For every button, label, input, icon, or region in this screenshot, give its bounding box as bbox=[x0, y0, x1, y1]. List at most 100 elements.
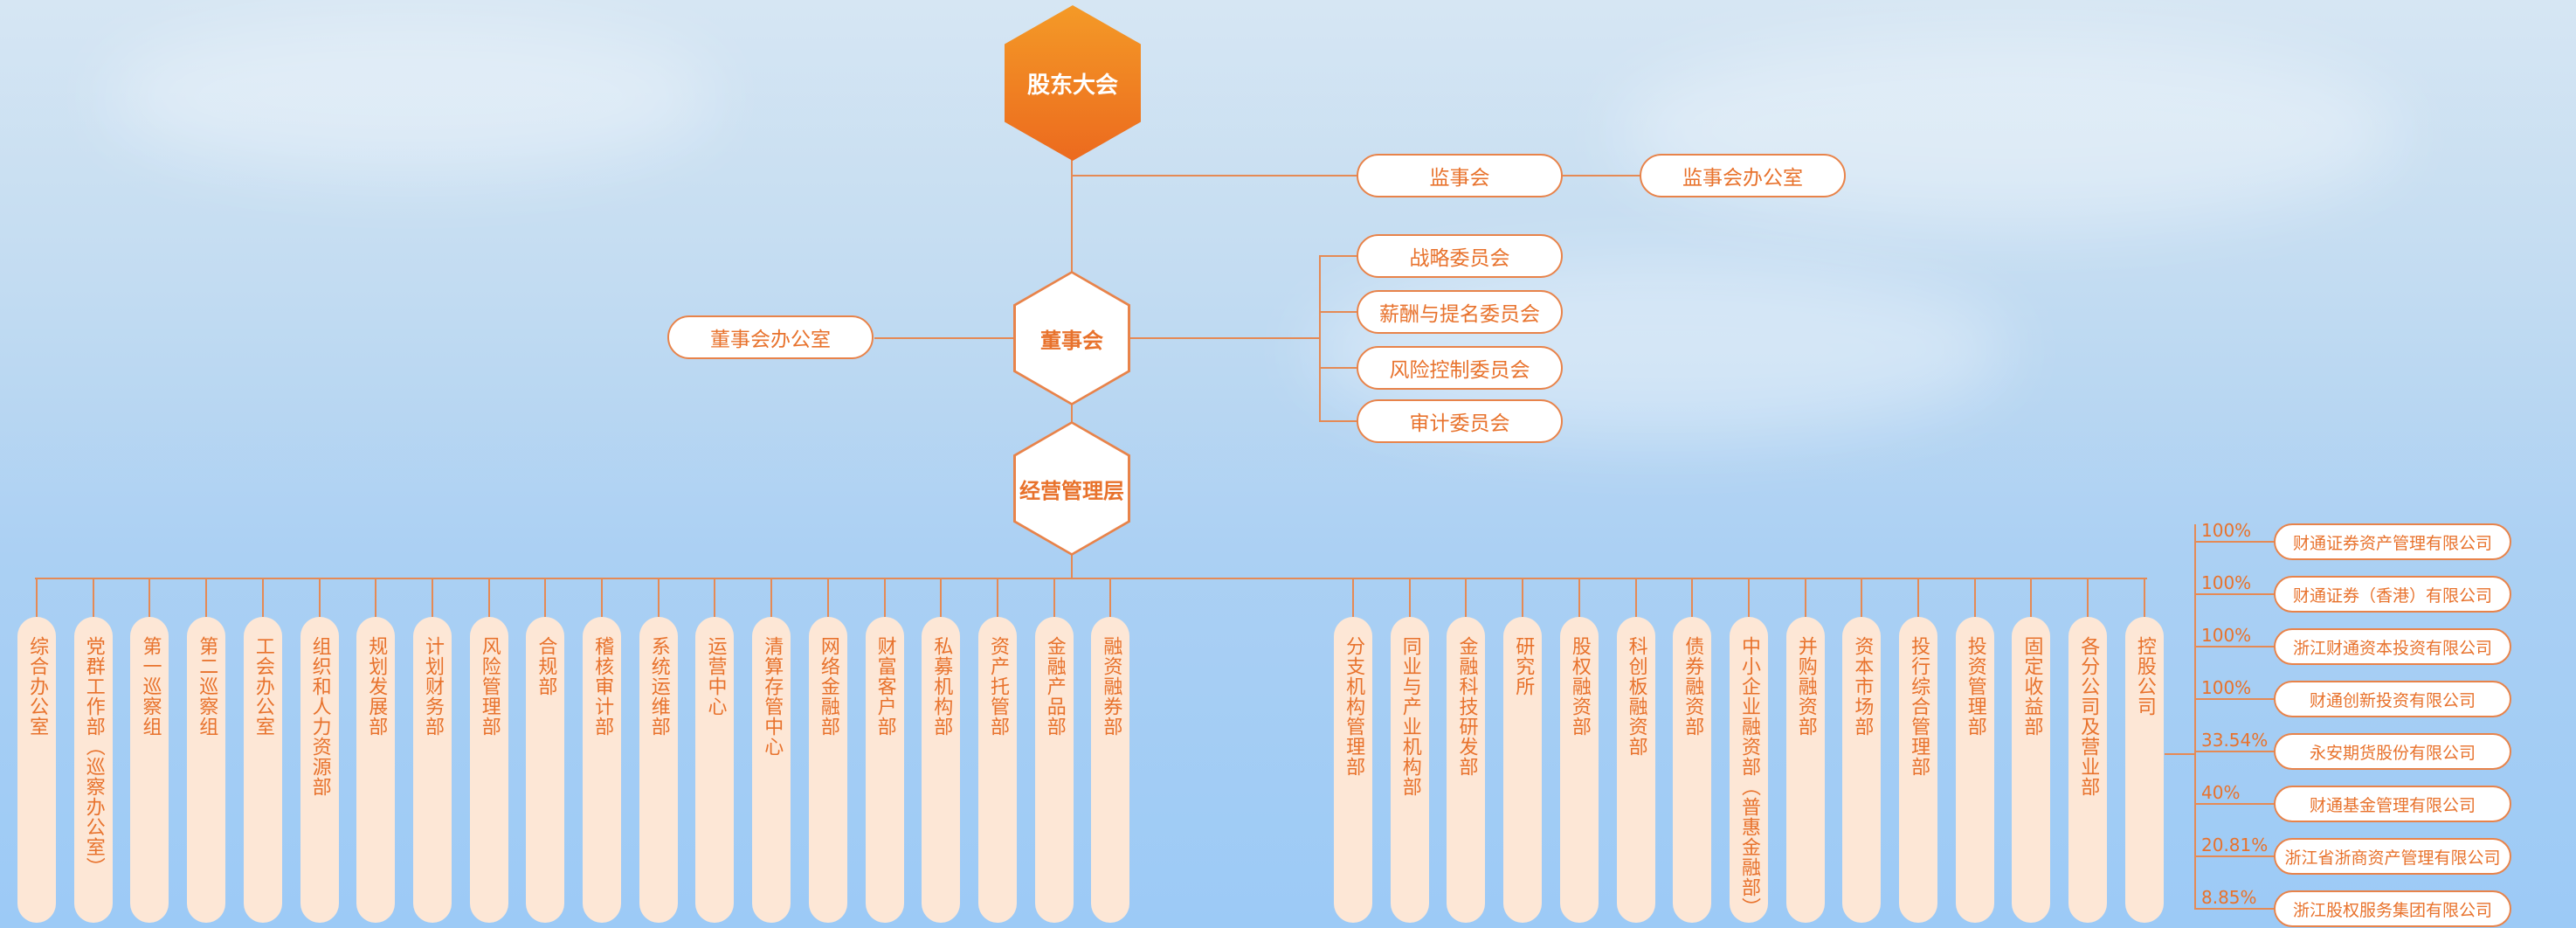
connector bbox=[2194, 541, 2275, 543]
connector bbox=[1071, 551, 1073, 578]
board-label: 董事会 bbox=[1016, 274, 1128, 403]
department-column: 清算存管中心 bbox=[752, 617, 791, 923]
ownership-percent: 20.81% bbox=[2201, 835, 2269, 855]
department-label: 金融科技研发部 bbox=[1455, 636, 1478, 777]
department-column: 风险管理部 bbox=[469, 617, 508, 923]
department-label: 分支机构管理部 bbox=[1343, 636, 1365, 777]
connector bbox=[1522, 578, 1524, 618]
connector bbox=[148, 578, 151, 618]
connector bbox=[1465, 578, 1468, 618]
department-label: 债券融资部 bbox=[1682, 636, 1704, 737]
connector bbox=[1319, 367, 1357, 369]
management-label: 经营管理层 bbox=[1016, 424, 1128, 553]
department-column: 稽核审计部 bbox=[583, 617, 621, 923]
department-column: 规划发展部 bbox=[356, 617, 396, 923]
board-office-node: 董事会办公室 bbox=[667, 315, 874, 359]
connector bbox=[2194, 593, 2275, 595]
connector bbox=[2194, 908, 2275, 910]
subsidiary-node: 财通创新投资有限公司 bbox=[2274, 681, 2511, 717]
department-column: 组织和人力资源部 bbox=[300, 617, 339, 923]
department-column: 运营中心 bbox=[695, 617, 735, 923]
department-label: 计划财务部 bbox=[421, 636, 444, 737]
connector bbox=[883, 578, 886, 618]
connector bbox=[2194, 751, 2275, 752]
connector bbox=[996, 578, 998, 618]
connector bbox=[1109, 578, 1112, 618]
connector bbox=[657, 578, 660, 618]
department-label: 规划发展部 bbox=[365, 636, 388, 737]
department-column: 投行综合管理部 bbox=[1899, 617, 1937, 923]
connector bbox=[2165, 753, 2196, 755]
department-column: 私募机构部 bbox=[922, 617, 961, 923]
department-label: 投行综合管理部 bbox=[1908, 636, 1930, 777]
department-column: 第一巡察组 bbox=[130, 617, 169, 923]
connector bbox=[1747, 578, 1750, 618]
connector bbox=[2194, 698, 2275, 700]
department-column: 第二巡察组 bbox=[187, 617, 226, 923]
subsidiary-node: 永安期货股份有限公司 bbox=[2274, 733, 2511, 770]
department-label: 金融产品部 bbox=[1043, 636, 1066, 737]
management-node: 经营管理层 bbox=[1013, 421, 1130, 556]
department-label: 资产托管部 bbox=[986, 636, 1009, 737]
department-label: 系统运维部 bbox=[647, 636, 670, 737]
department-column: 分支机构管理部 bbox=[1334, 617, 1372, 923]
department-column: 债券融资部 bbox=[1673, 617, 1712, 923]
connector bbox=[205, 578, 208, 618]
department-column: 各分公司及营业部 bbox=[2068, 617, 2108, 923]
committee-node: 审计委员会 bbox=[1357, 399, 1563, 443]
subsidiary-node: 浙江省浙商资产管理有限公司 bbox=[2274, 838, 2511, 875]
connector bbox=[36, 578, 38, 618]
connector bbox=[1319, 420, 1357, 422]
department-label: 私募机构部 bbox=[930, 636, 953, 737]
connector bbox=[1130, 337, 1321, 339]
ownership-percent: 8.85% bbox=[2201, 887, 2257, 908]
department-label: 固定收益部 bbox=[2020, 636, 2043, 737]
connector bbox=[1917, 578, 1919, 618]
committee-node: 薪酬与提名委员会 bbox=[1357, 290, 1563, 334]
department-column: 股权融资部 bbox=[1559, 617, 1599, 923]
connector bbox=[261, 578, 264, 618]
connector bbox=[714, 578, 716, 618]
department-label: 风险管理部 bbox=[478, 636, 501, 737]
department-column: 金融产品部 bbox=[1034, 617, 1074, 923]
connector bbox=[770, 578, 773, 618]
department-column: 科创板融资部 bbox=[1616, 617, 1655, 923]
cloud bbox=[1616, 35, 2402, 227]
department-column: 工会办公室 bbox=[243, 617, 282, 923]
connector bbox=[1071, 402, 1073, 424]
ownership-percent: 33.54% bbox=[2201, 730, 2269, 751]
department-label: 清算存管中心 bbox=[761, 636, 784, 757]
supervisory-board-node: 监事会 bbox=[1357, 154, 1563, 197]
cloud bbox=[105, 17, 716, 175]
connector bbox=[1634, 578, 1637, 618]
department-column: 网络金融部 bbox=[808, 617, 847, 923]
board-node: 董事会 bbox=[1013, 271, 1130, 405]
department-label: 合规部 bbox=[535, 636, 557, 696]
department-column: 资产托管部 bbox=[977, 617, 1017, 923]
department-label: 财富客户部 bbox=[874, 636, 896, 737]
connector bbox=[2030, 578, 2033, 618]
department-column: 合规部 bbox=[526, 617, 565, 923]
connector bbox=[1319, 255, 1357, 257]
department-label: 投资管理部 bbox=[1964, 636, 1986, 737]
department-label: 综合办公室 bbox=[26, 636, 49, 737]
connector bbox=[35, 578, 2147, 579]
connector bbox=[92, 578, 94, 618]
connector bbox=[431, 578, 433, 618]
department-column: 控股公司 bbox=[2124, 617, 2164, 923]
ownership-percent: 40% bbox=[2201, 782, 2241, 803]
department-label: 并购融资部 bbox=[1794, 636, 1817, 737]
department-label: 党群工作部（巡察办公室） bbox=[82, 636, 105, 877]
department-column: 金融科技研发部 bbox=[1447, 617, 1486, 923]
department-column: 固定收益部 bbox=[2012, 617, 2051, 923]
department-column: 党群工作部（巡察办公室） bbox=[73, 617, 113, 923]
shareholders-meeting-node: 股东大会 bbox=[1005, 5, 1141, 161]
department-column: 投资管理部 bbox=[1955, 617, 1994, 923]
connector bbox=[2087, 578, 2089, 618]
department-label: 中小企业融资部（普惠金融部） bbox=[1737, 636, 1760, 918]
subsidiary-node: 财通基金管理有限公司 bbox=[2274, 786, 2511, 822]
connector bbox=[1408, 578, 1411, 618]
department-label: 运营中心 bbox=[704, 636, 727, 717]
department-column: 综合办公室 bbox=[17, 617, 56, 923]
department-label: 股权融资部 bbox=[1568, 636, 1591, 737]
